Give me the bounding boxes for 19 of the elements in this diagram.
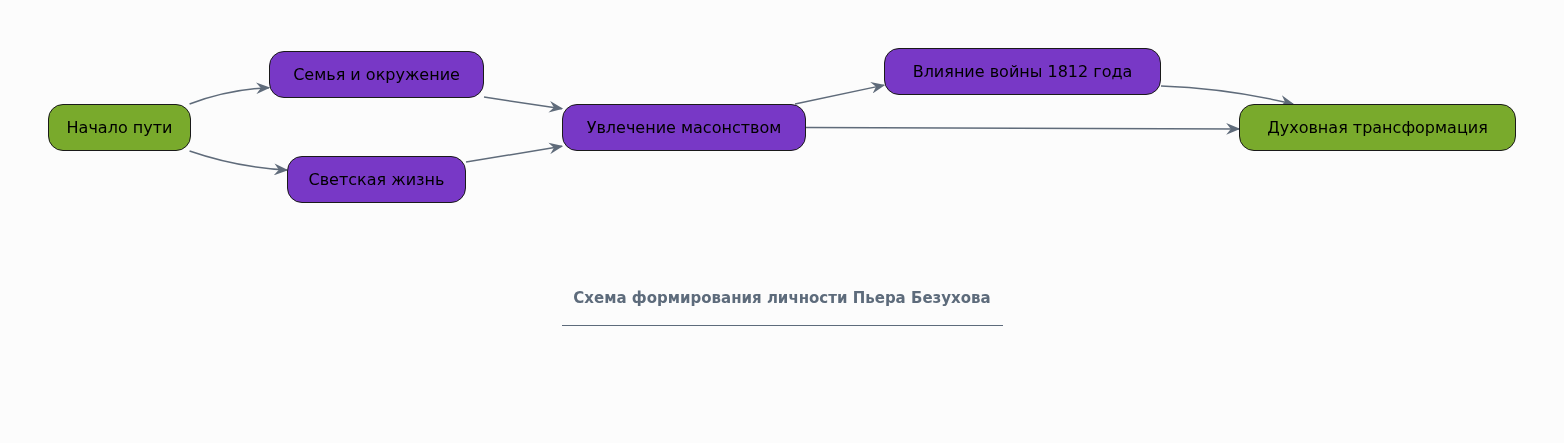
process-box bbox=[562, 104, 806, 151]
process-box bbox=[269, 51, 484, 98]
process-box bbox=[287, 156, 466, 203]
arrow bbox=[794, 82, 886, 105]
process-box bbox=[48, 104, 191, 151]
caption: Схема формирования личности Пьера Безухова bbox=[573, 289, 991, 307]
node-label: Влияние войны 1812 года bbox=[912, 61, 1133, 82]
arrow bbox=[188, 150, 289, 176]
arrow bbox=[188, 82, 271, 105]
arrow bbox=[465, 142, 564, 163]
arrow bbox=[483, 96, 564, 113]
node-label: Духовная трансформация bbox=[1267, 117, 1488, 138]
node-label: Начало пути bbox=[66, 117, 173, 138]
node-label: Семья и окружение bbox=[293, 64, 460, 85]
arrow bbox=[805, 123, 1241, 135]
node-label: Увлечение масонством bbox=[586, 117, 782, 138]
node-label: Светская жизнь bbox=[308, 169, 445, 190]
process-box bbox=[1239, 104, 1516, 151]
process-box bbox=[884, 48, 1161, 95]
